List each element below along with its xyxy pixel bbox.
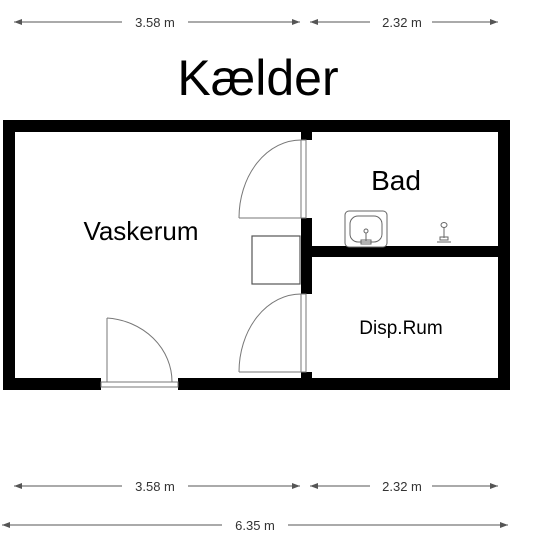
dimension-label-bottom-right: 2.32 m <box>382 479 422 494</box>
room-label-vaskerum: Vaskerum <box>83 216 198 246</box>
dimension-bottom-right: 2.32 m <box>310 479 498 494</box>
dimension-top-right: 2.32 m <box>310 15 498 30</box>
walls <box>3 120 510 390</box>
dimension-label-bottom-left: 3.58 m <box>135 479 175 494</box>
plan-title: Kælder <box>177 50 338 106</box>
room-label-disp-rum: Disp.Rum <box>359 318 442 339</box>
dimension-top-left: 3.58 m <box>14 15 300 30</box>
door-entrance <box>100 317 179 388</box>
sink-fixture <box>344 210 388 248</box>
toilet-fixture <box>437 222 451 243</box>
dimension-label-total: 6.35 m <box>235 518 275 533</box>
door-upper-middle <box>238 139 307 219</box>
room-label-bad: Bad <box>371 165 421 196</box>
dimension-label-top-left: 3.58 m <box>135 15 175 30</box>
dimension-total: 6.35 m <box>2 518 508 533</box>
dimension-bottom-left: 3.58 m <box>14 479 300 494</box>
washing-machine-fixture <box>251 235 301 285</box>
door-lower-middle <box>238 293 307 373</box>
dimension-label-top-right: 2.32 m <box>382 15 422 30</box>
